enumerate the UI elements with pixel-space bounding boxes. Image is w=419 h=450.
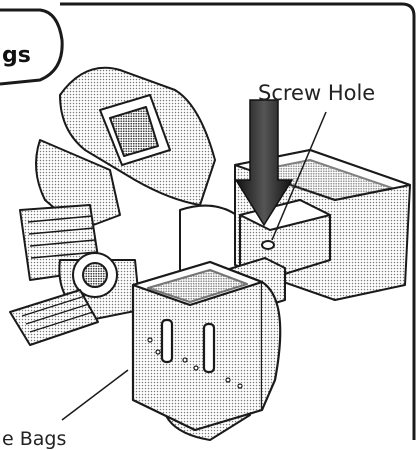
screw-hole bbox=[261, 240, 275, 250]
callout-bubble: gs bbox=[0, 8, 64, 86]
diagram-frame bbox=[60, 2, 416, 440]
insert-arrow bbox=[234, 99, 294, 227]
saddle-bags-label: e Bags bbox=[2, 428, 66, 450]
screw-hole-label: Screw Hole bbox=[258, 81, 375, 105]
front-saddle-bag bbox=[131, 260, 282, 432]
bags-leader bbox=[61, 369, 129, 421]
screw-hole-leader bbox=[271, 111, 327, 241]
callout-title: gs bbox=[2, 43, 31, 68]
